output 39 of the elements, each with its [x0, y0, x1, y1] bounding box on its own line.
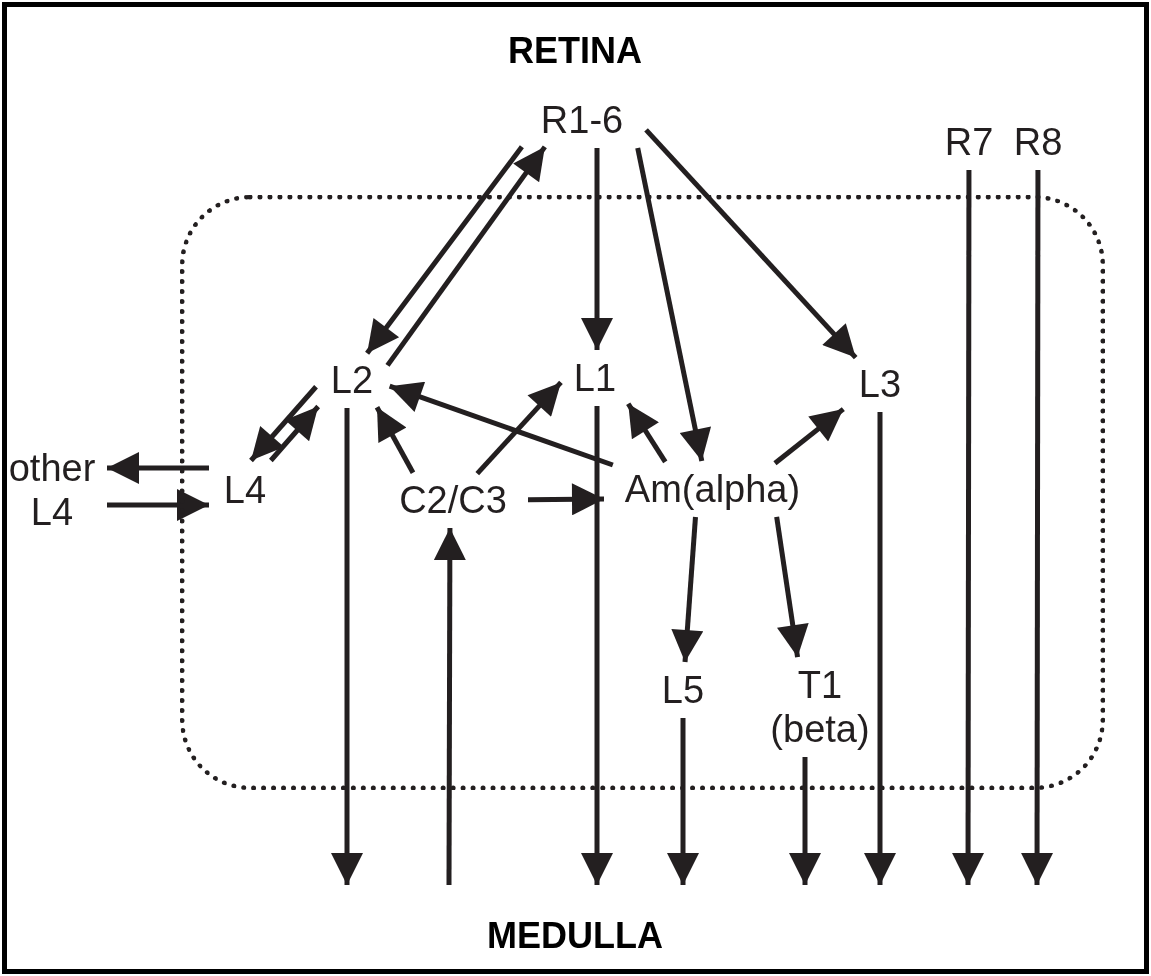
arrow	[374, 406, 416, 474]
arrow	[789, 757, 821, 885]
arrow	[581, 406, 613, 885]
cell-label: R1-6	[522, 98, 642, 142]
arrow	[773, 407, 845, 466]
arrow	[249, 385, 318, 463]
cell-label: other L4	[3, 446, 101, 534]
arrow	[388, 381, 614, 468]
arrow	[667, 718, 699, 885]
arrow	[671, 516, 704, 663]
arrow	[581, 148, 613, 350]
arrow	[774, 516, 809, 658]
cell-label: L4	[215, 465, 275, 515]
arrow	[864, 412, 896, 885]
cell-label: L2	[320, 358, 384, 402]
cell-label: L1	[565, 356, 625, 400]
region-heading: RETINA	[507, 30, 643, 72]
arrow	[644, 128, 858, 360]
cell-label: C2/C3	[384, 478, 522, 522]
arrow	[385, 145, 547, 367]
arrow	[528, 483, 604, 516]
arrow	[107, 489, 209, 521]
arrow	[107, 452, 209, 484]
arrow	[952, 170, 985, 885]
arrow	[475, 380, 563, 476]
arrow	[331, 408, 363, 885]
arrow	[635, 147, 712, 462]
cell-label: Am(alpha)	[610, 467, 815, 511]
dotted-region	[180, 195, 1105, 790]
region-heading: MEDULLA	[486, 915, 664, 957]
cell-label: L3	[848, 362, 912, 406]
cell-label: T1 (beta)	[760, 663, 880, 751]
cell-label: R8	[1006, 120, 1070, 164]
arrow	[365, 145, 524, 355]
arrow	[626, 402, 668, 464]
arrow	[268, 404, 321, 463]
cell-label: L5	[651, 668, 715, 712]
cell-label: R7	[942, 120, 996, 164]
arrow	[433, 528, 466, 885]
